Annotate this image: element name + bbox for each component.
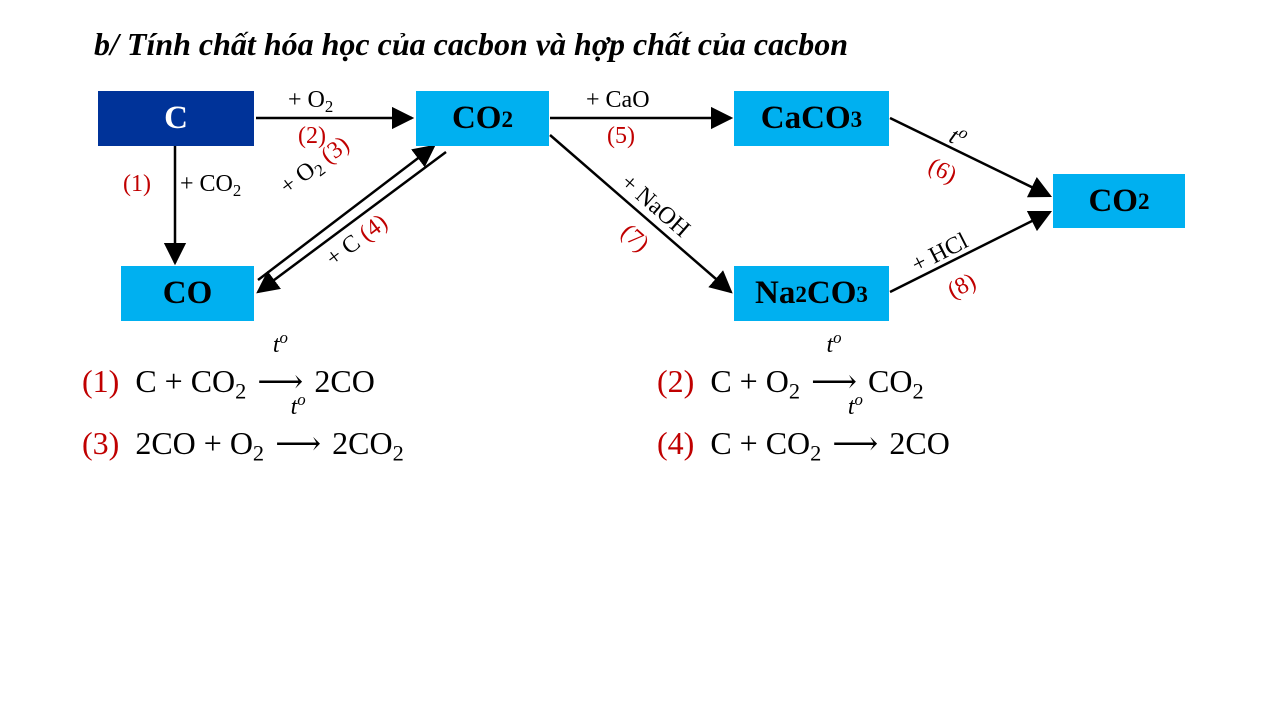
equation-1-arrow: to⟶: [257, 328, 304, 399]
arrow-co-to-co2: [257, 144, 436, 281]
equation-3-arrow: to⟶: [275, 390, 322, 461]
equation-2: (2) C + O2 to⟶ CO2: [657, 328, 924, 404]
arrow-co2-to-co: [256, 150, 447, 294]
equation-4: (4) C + CO2 to⟶ 2CO: [657, 390, 950, 466]
arrow-co2-to-na2co3: [549, 134, 733, 294]
label-r2-number: (2): [298, 123, 326, 149]
equation-4-arrow: to⟶: [832, 390, 879, 461]
node-co: CO: [121, 266, 254, 321]
label-r2-reagent: + O2: [288, 87, 334, 117]
equation-2-arrow: to⟶: [811, 328, 857, 399]
label-r5-reagent: + CaO: [586, 87, 650, 113]
arrow-caco3-to-co2: [889, 116, 1053, 198]
equation-1: (1) C + CO2 to⟶ 2CO: [82, 328, 375, 404]
arrow-na2co3-to-co2: [889, 210, 1053, 294]
label-r1-reagent: + CO2: [180, 171, 242, 201]
node-c: C: [98, 91, 254, 146]
equation-3: (3) 2CO + O2 to⟶ 2CO2: [82, 390, 404, 466]
slide-title: b/ Tính chất hóa học của cacbon và hợp c…: [94, 26, 849, 62]
label-r1-number: (1): [123, 171, 151, 197]
label-r5-number: (5): [607, 123, 635, 149]
